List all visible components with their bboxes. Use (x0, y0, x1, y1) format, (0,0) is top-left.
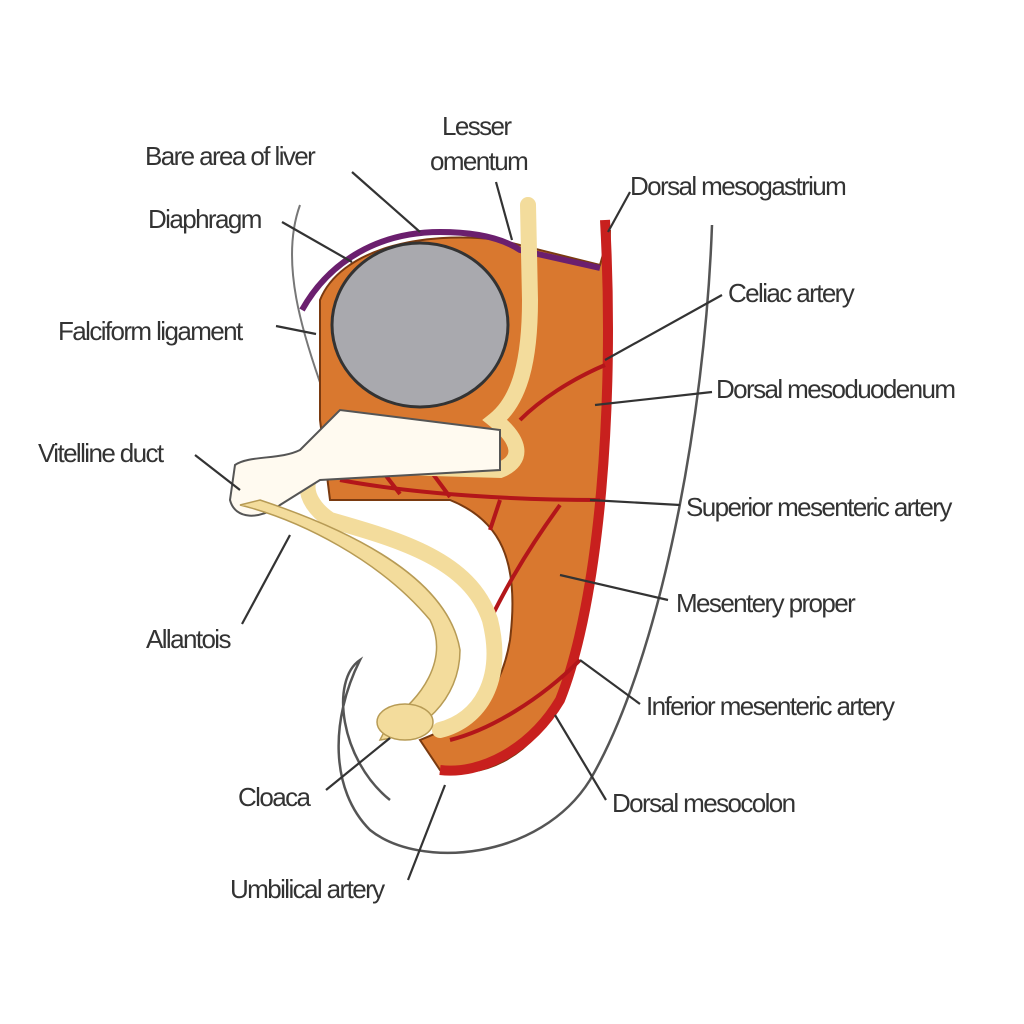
label-falciform-ligament: Falciform ligament (58, 316, 244, 346)
label-diaphragm: Diaphragm (148, 204, 261, 234)
diaphragm-band (299, 228, 601, 312)
label-bare-area-of-liver: Bare area of liver (145, 141, 316, 171)
aorta (439, 219, 613, 776)
body-wall-outline (337, 224, 714, 855)
label-celiac-artery: Celiac artery (728, 278, 855, 308)
allantois-shape (239, 499, 461, 741)
label-cloaca: Cloaca (238, 782, 311, 812)
label-inferior-mesenteric-artery: Inferior mesenteric artery (646, 691, 895, 721)
label-lesser-omentum-line2: omentum (430, 146, 527, 176)
label-dorsal-mesogastrium: Dorsal mesogastrium (630, 171, 845, 201)
label-vitelline-duct: Vitelline duct (38, 438, 165, 468)
leader-lines (194, 171, 723, 881)
label-dorsal-mesoduodenum: Dorsal mesoduodenum (716, 374, 954, 404)
gut-tube (299, 197, 539, 738)
label-allantois: Allantois (146, 624, 231, 654)
label-mesentery-proper: Mesentery proper (676, 588, 856, 618)
vitelline-duct-shape (228, 408, 501, 517)
liver (330, 241, 510, 409)
label-lesser-omentum-line1: Lesser (442, 111, 512, 141)
label-dorsal-mesocolon: Dorsal mesocolon (612, 788, 795, 818)
cloaca-shape (376, 703, 434, 741)
label-umbilical-artery: Umbilical artery (230, 874, 385, 904)
label-superior-mesenteric-artery: Superior mesenteric artery (686, 492, 952, 522)
